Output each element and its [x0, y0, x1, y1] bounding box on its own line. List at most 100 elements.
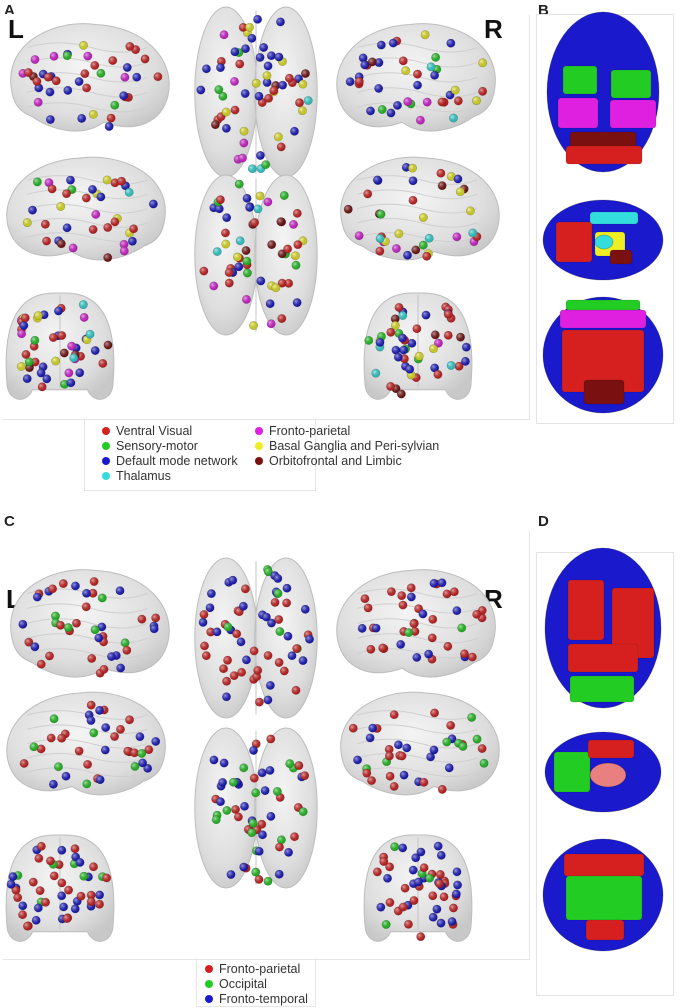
brain-node-shine	[89, 110, 98, 119]
brain-node-shine	[70, 844, 80, 853]
brain-node-shine	[430, 708, 439, 718]
sulcus-line	[357, 753, 478, 763]
brain-node-shine	[447, 917, 457, 926]
brain-node-shine	[132, 72, 141, 82]
brain-node-shine	[434, 338, 443, 348]
brain-node-shine	[226, 870, 236, 879]
brain-node-shine	[442, 589, 452, 599]
brain-node-shine	[345, 77, 355, 86]
brain-node-shine	[252, 79, 261, 88]
brain-node-shine	[24, 637, 34, 647]
parcel-ventral-visual	[555, 221, 593, 263]
brain-node-shine	[419, 863, 429, 872]
sulcus-line	[27, 603, 148, 614]
brain-node-shine	[392, 244, 401, 253]
brain-node-shine	[98, 593, 107, 603]
brain-node-shine	[117, 177, 126, 186]
brain-node-shine	[153, 72, 163, 81]
brain-node-shine	[262, 78, 272, 87]
sulcus-line	[357, 189, 478, 200]
brain-node-shine	[374, 58, 384, 67]
brain-node-shine	[222, 677, 231, 686]
brain-node-shine	[468, 652, 477, 662]
brain-node-shine	[282, 584, 292, 593]
brain-node-shine	[413, 69, 422, 79]
brain-node-shine	[110, 732, 119, 741]
brain-node-shine	[29, 742, 39, 752]
brain-node-shine	[221, 239, 230, 249]
brain-node-shine	[46, 733, 56, 743]
brain-node-shine	[376, 209, 386, 219]
brain-node-shine	[67, 341, 76, 351]
parcel-occipital	[569, 675, 635, 703]
brain-node-shine	[79, 41, 88, 50]
brain-node-shine	[222, 692, 231, 701]
brain-node-shine	[437, 181, 447, 190]
brain-node-shine	[396, 640, 405, 649]
brain-node-shine	[257, 768, 267, 778]
brain-node-shine	[280, 666, 289, 676]
brain-node-shine	[245, 203, 254, 212]
brain-node-shine	[389, 710, 399, 719]
brain-node-shine	[242, 194, 252, 203]
brain-node-shine	[129, 224, 138, 234]
brain-node-shine	[437, 97, 447, 107]
brain-node-shine	[110, 100, 119, 110]
brain-node-shine	[225, 278, 234, 288]
brain-node-shine	[255, 697, 264, 707]
brain-node-shine	[62, 223, 72, 232]
brain-node-shine	[381, 920, 391, 929]
panel-label-b: B	[538, 2, 549, 19]
brain-node-shine	[265, 766, 275, 775]
brain-node-shine	[391, 345, 401, 355]
brain-node-shine	[237, 668, 246, 677]
parcel-fronto-parietal	[609, 99, 657, 129]
brain-node-shine	[478, 87, 487, 96]
brain-node-shine	[407, 339, 417, 348]
brain-node-shine	[273, 589, 283, 598]
brain-node-shine	[239, 763, 248, 773]
brain-node-shine	[418, 609, 428, 619]
brain-node-shine	[108, 56, 117, 65]
brain-node-shine	[230, 47, 240, 56]
brain-node-shine	[85, 330, 95, 339]
brain-node-shine	[437, 578, 447, 587]
brain-node-shine	[199, 610, 209, 619]
sulcus-line	[27, 753, 148, 763]
brain-node-shine	[267, 618, 276, 628]
brain-node-shine	[125, 715, 134, 724]
brain-node-shine	[61, 772, 71, 781]
brain-node-shine	[209, 755, 219, 765]
brain-node-shine	[77, 114, 86, 123]
brain-node-shine	[37, 842, 46, 851]
brain-node-shine	[425, 873, 434, 883]
brain-node-shine	[234, 812, 243, 822]
brain-node-shine	[274, 52, 284, 62]
brain-node-shine	[247, 34, 257, 43]
brain-node-shine	[89, 862, 98, 871]
brain-node-shine	[274, 615, 283, 624]
brain-node-shine	[414, 877, 423, 887]
brain-node-shine	[275, 842, 284, 852]
brain-node-shine	[287, 651, 297, 660]
brain-node-shine	[398, 311, 407, 320]
brain-node-shine	[240, 89, 250, 98]
brain-node-shine	[216, 797, 225, 806]
brain-node-shine	[303, 96, 313, 105]
brain-node-shine	[298, 79, 308, 89]
parcel-fronto-parietal	[559, 309, 647, 329]
brain-node-shine	[62, 189, 71, 198]
brain-node-shine	[79, 313, 89, 322]
brain-node-shine	[232, 629, 241, 639]
brain-node-shine	[444, 331, 453, 340]
brain-node-shine	[89, 577, 99, 586]
brain-node-shine	[444, 310, 453, 319]
brain-node-shine	[262, 71, 272, 80]
brain-node-shine	[23, 921, 32, 931]
brain-node-shine	[461, 357, 470, 366]
brain-node-shine	[34, 903, 43, 913]
brain-node-shine	[421, 310, 431, 320]
brain-node-shine	[91, 210, 101, 219]
brain-node-shine	[428, 615, 437, 624]
